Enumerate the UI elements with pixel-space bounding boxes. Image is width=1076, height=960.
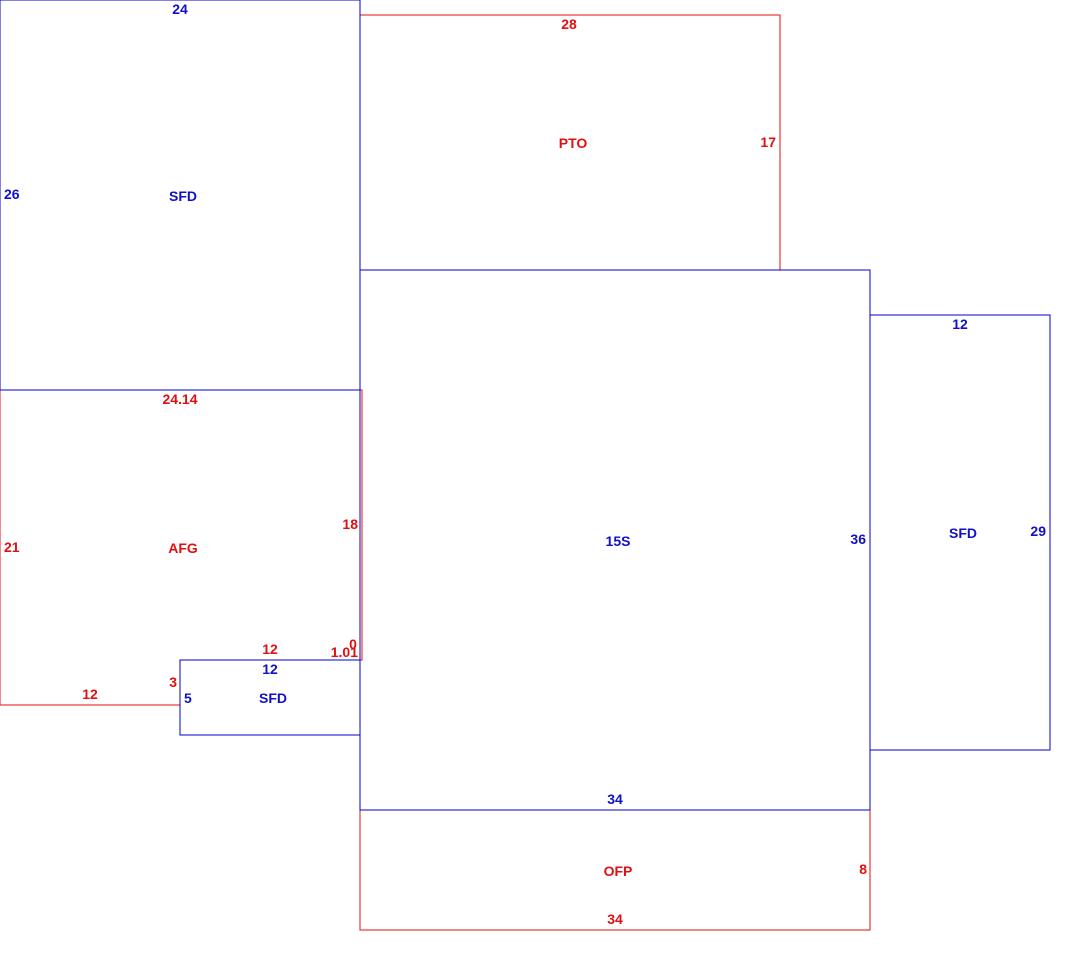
ofp-area-label: OFP bbox=[604, 863, 633, 879]
afg-top-width-label: 24.14 bbox=[162, 391, 197, 407]
sfd-small-outline bbox=[179, 659, 360, 736]
afg-step-height-label: 3 bbox=[169, 674, 177, 690]
pto-height-label: 17 bbox=[760, 134, 776, 150]
pto-area-label: PTO bbox=[559, 135, 588, 151]
sfd-top-left-area-label: SFD bbox=[169, 188, 197, 204]
sfd-small-area-label: SFD bbox=[259, 690, 287, 706]
sfd-right-width-label: 12 bbox=[952, 316, 968, 332]
afg-bottom-width-label: 12 bbox=[82, 686, 98, 702]
sfd-small-height-label: 5 bbox=[184, 690, 192, 706]
ofp-outline bbox=[359, 810, 871, 931]
sfd-top-left-outline bbox=[0, 0, 361, 391]
sfd-right-outline bbox=[870, 314, 1051, 751]
afg-corner-offset-label: 1.01 bbox=[331, 644, 358, 660]
15s-width-label: 34 bbox=[607, 791, 623, 807]
sfd-right-height-label: 29 bbox=[1030, 523, 1046, 539]
afg-left-height-label: 21 bbox=[4, 539, 20, 555]
afg-notch-width-label: 12 bbox=[262, 641, 278, 657]
afg-right-height-label: 18 bbox=[342, 516, 358, 532]
sfd-top-left-width-label: 24 bbox=[172, 1, 188, 17]
sfd-right-area-label: SFD bbox=[949, 525, 977, 541]
afg-corner-zero-label: 0 bbox=[349, 636, 357, 652]
pto-width-label: 28 bbox=[561, 16, 577, 32]
ofp-bottom-width-label: 34 bbox=[607, 911, 623, 927]
15s-height-label: 36 bbox=[850, 531, 866, 547]
sfd-top-left-height-label: 26 bbox=[4, 186, 20, 202]
afg-area-label: AFG bbox=[168, 540, 198, 556]
15s-area-label: 15S bbox=[606, 533, 631, 549]
pto-outline bbox=[360, 14, 781, 270]
ofp-height-label: 8 bbox=[859, 861, 867, 877]
sfd-small-width-label: 12 bbox=[262, 661, 278, 677]
15s-outline bbox=[359, 269, 871, 811]
